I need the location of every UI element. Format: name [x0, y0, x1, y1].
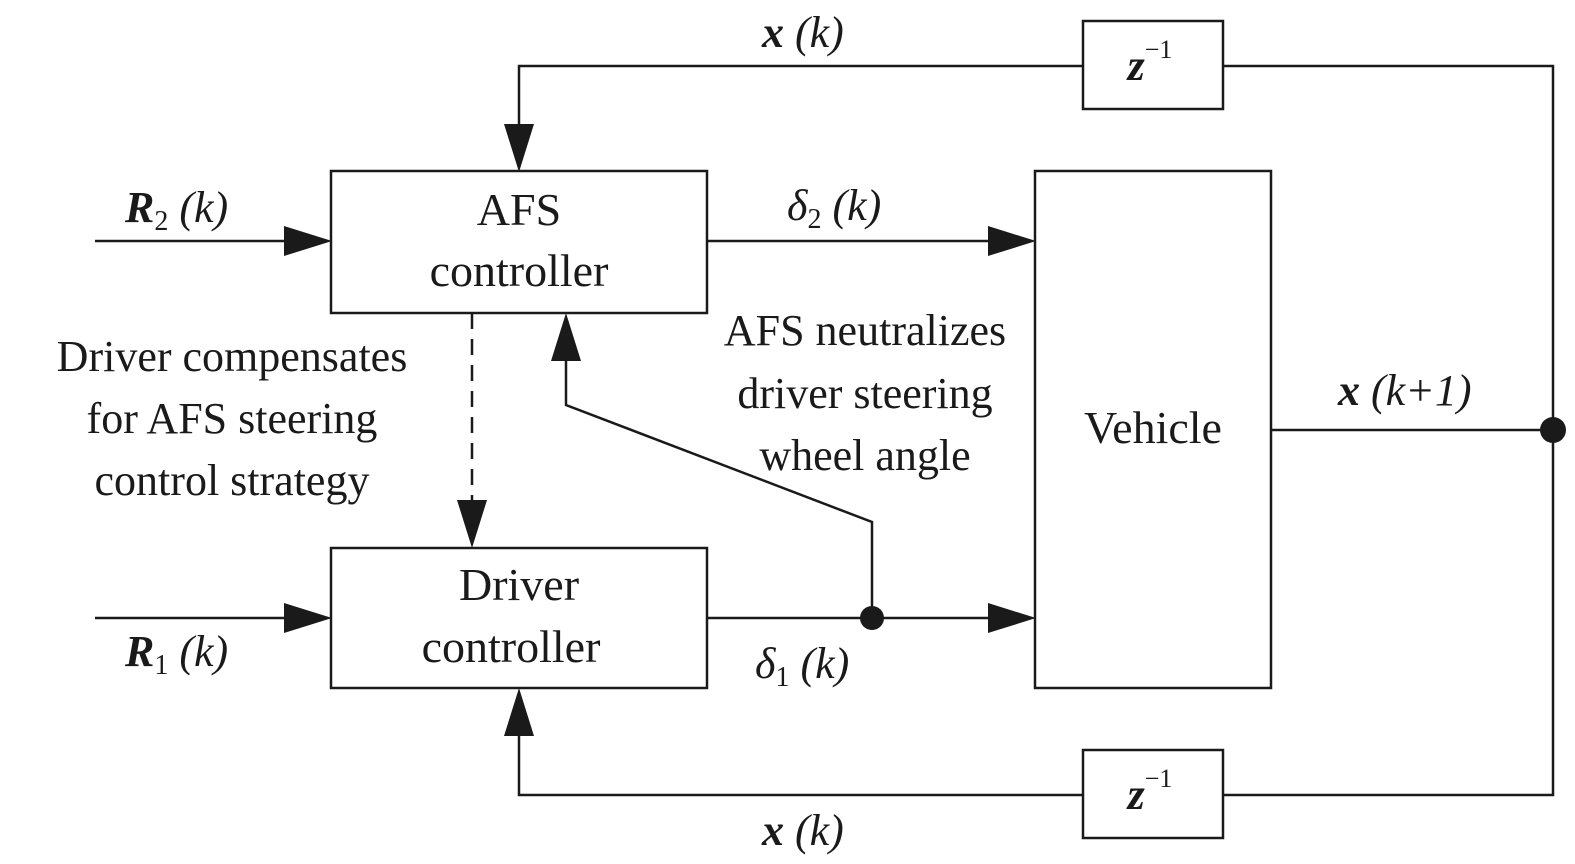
afs-neutralize-note: AFS neutralizes driver steering wheel an… [724, 306, 1006, 480]
driver-controller-block: Driver controller [329, 546, 709, 690]
driver-controller-label-line1: Driver [459, 559, 579, 610]
svg-text:z−1: z−1 [1126, 764, 1173, 819]
afs-controller-block: AFS controller [329, 169, 709, 315]
delta1-arrowhead [988, 603, 1036, 633]
afs-neutralize-line3: wheel angle [759, 431, 970, 480]
driver-compensation-arrowhead [457, 500, 487, 548]
x-next-signal-label: x (k+1) [1337, 366, 1472, 415]
delta1-signal-label: δ1 (k) [755, 639, 849, 693]
vehicle-label: Vehicle [1084, 402, 1222, 453]
r1-signal-label: R1 (k) [124, 627, 228, 681]
delay-top-exponent: −1 [1145, 35, 1173, 64]
driver-compensation-line2: for AFS steering [87, 394, 378, 443]
driver-compensation-note: Driver compensates for AFS steering cont… [57, 332, 408, 505]
delta2-arrowhead [988, 226, 1036, 256]
top-feedback-wire-right [1223, 64, 1555, 430]
afs-neutralize-line2: driver steering [737, 369, 992, 418]
bottom-feedback-wire-right [1223, 430, 1555, 797]
driver-compensation-line1: Driver compensates [57, 332, 408, 381]
bottom-feedback-wire-left [517, 720, 1083, 797]
afs-controller-label-line2: controller [430, 245, 609, 296]
top-feedback-arrowhead [504, 124, 534, 172]
afs-controller-label-line1: AFS [477, 184, 561, 235]
x-bottom-signal-label: x (k) [761, 806, 844, 855]
vehicle-block: Vehicle [1033, 169, 1273, 690]
delta1-branch-junction [860, 606, 884, 630]
afs-neutralize-arrowhead [551, 313, 581, 361]
top-feedback-wire-left [517, 64, 1083, 140]
delay-top-base: z [1126, 41, 1145, 90]
bottom-feedback-arrowhead [504, 688, 534, 736]
delay-block-bottom: z−1 [1081, 748, 1225, 840]
r2-arrowhead [284, 226, 332, 256]
r1-arrowhead [284, 603, 332, 633]
afs-neutralize-line1: AFS neutralizes [724, 306, 1006, 355]
r2-signal-label: R2 (k) [124, 183, 228, 237]
driver-compensation-line3: control strategy [95, 456, 370, 505]
svg-text:z−1: z−1 [1126, 35, 1173, 90]
driver-controller-label-line2: controller [422, 621, 601, 672]
afs-neutralize-feedback-wire [564, 345, 874, 618]
x-top-signal-label: x (k) [761, 8, 844, 57]
delay-bottom-exponent: −1 [1145, 764, 1173, 793]
delta2-signal-label: δ2 (k) [787, 181, 881, 235]
delay-block-top: z−1 [1081, 19, 1225, 111]
delay-bottom-base: z [1126, 770, 1145, 819]
